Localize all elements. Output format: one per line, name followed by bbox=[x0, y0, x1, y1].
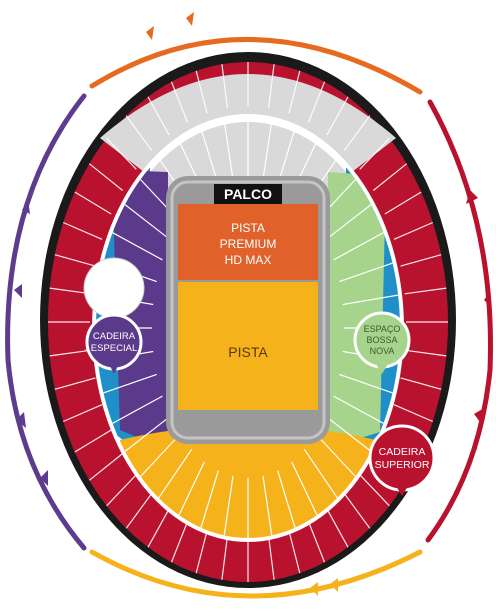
lower-divider-line bbox=[277, 470, 296, 528]
upper-divider-line bbox=[125, 115, 153, 151]
field-inner-border bbox=[170, 180, 326, 440]
lower-divider-line bbox=[223, 120, 234, 180]
upper-divider-line bbox=[268, 536, 275, 580]
lower-divider-line bbox=[223, 476, 234, 536]
outer-arc-orange bbox=[89, 37, 423, 95]
pista-premium-label-1: PISTA bbox=[231, 221, 265, 235]
upper-divider-line bbox=[326, 508, 349, 548]
pista-label: PISTA bbox=[228, 344, 268, 360]
upper-divider-line bbox=[147, 508, 170, 548]
section-pista[interactable] bbox=[178, 282, 318, 410]
outer-arc-lines bbox=[5, 12, 493, 599]
upper-divider-line bbox=[195, 70, 208, 114]
upper-divider-line bbox=[74, 429, 112, 453]
stage-label: PALCO bbox=[224, 186, 272, 202]
upper-divider-line bbox=[49, 349, 92, 357]
section-pista-premium[interactable] bbox=[178, 204, 318, 280]
upper-divider-line bbox=[54, 377, 96, 390]
upper-divider-line bbox=[393, 221, 434, 240]
outer-arc-purple bbox=[5, 93, 87, 551]
lower-divider-line bbox=[262, 120, 273, 180]
outer-arc-yellow bbox=[89, 549, 423, 599]
upper-divider-line bbox=[372, 163, 408, 191]
badge-espaco-bossa-nova[interactable]: ESPAÇO BOSSA NOVA bbox=[353, 311, 411, 374]
lower-divider-line bbox=[158, 449, 193, 499]
upper-divider-line bbox=[221, 64, 228, 108]
badge-cadeira-especial[interactable]: CADEIRA ESPECIAL bbox=[83, 257, 145, 374]
upper-divider-line bbox=[404, 287, 447, 295]
upper-divider-line bbox=[125, 493, 153, 529]
upper-divider-line bbox=[147, 96, 170, 136]
lower-divider-line bbox=[200, 128, 219, 186]
upper-divider-line bbox=[170, 521, 189, 563]
upper-divider-line bbox=[326, 96, 349, 136]
upper-divider-line bbox=[307, 521, 326, 563]
arc-markers-orange bbox=[146, 12, 194, 40]
upper-divider-line bbox=[54, 254, 96, 267]
upper-divider-line bbox=[404, 349, 447, 357]
upper-divider-line bbox=[288, 530, 301, 574]
upper-divider-line bbox=[221, 536, 228, 580]
lower-divider-line bbox=[124, 204, 171, 241]
pista-premium-label-3: HD MAX bbox=[225, 253, 272, 267]
lower-divider-line bbox=[178, 461, 205, 516]
lower-divider-line bbox=[339, 373, 393, 394]
arc-markers-red bbox=[466, 190, 490, 422]
upper-divider-line bbox=[359, 137, 390, 170]
badge-cadeira-superior[interactable]: CADEIRA SUPERIOR bbox=[368, 424, 436, 496]
section-espaco-bossa-nova[interactable] bbox=[328, 172, 386, 448]
upper-divider-line bbox=[393, 404, 434, 423]
lower-divider-line bbox=[262, 476, 273, 536]
upper-divider-line bbox=[106, 137, 137, 170]
upper-divider-line bbox=[62, 221, 103, 240]
outer-arc-red bbox=[425, 99, 493, 543]
lower-divider-line bbox=[291, 461, 318, 516]
lower-divider-line bbox=[277, 128, 296, 186]
lower-divider-line bbox=[339, 262, 393, 283]
lower-divider-line bbox=[303, 449, 338, 499]
lower-divider-line bbox=[333, 232, 384, 261]
upper-divider-line bbox=[400, 254, 442, 267]
pista-premium-label-2: PREMIUM bbox=[220, 237, 277, 251]
lower-divider-line bbox=[325, 415, 372, 452]
cadeira-superior-label-1: CADEIRA bbox=[379, 446, 426, 458]
upper-divider-line bbox=[400, 377, 442, 390]
lower-divider-line bbox=[124, 415, 171, 452]
upper-divider-line bbox=[88, 453, 124, 481]
lower-ring-dividers bbox=[96, 118, 400, 538]
lower-divider-line bbox=[315, 433, 356, 477]
lower-divider-line bbox=[103, 373, 157, 394]
lower-divider-line bbox=[200, 470, 219, 528]
upper-divider-line bbox=[288, 70, 301, 114]
upper-divider-line bbox=[343, 115, 371, 151]
lower-divider-line bbox=[333, 395, 384, 424]
upper-divider-line bbox=[268, 64, 275, 108]
upper-divider-line bbox=[62, 404, 103, 423]
upper-divider-line bbox=[343, 493, 371, 529]
lower-divider-line bbox=[112, 395, 163, 424]
bossa-nova-label-1: ESPAÇO bbox=[364, 324, 401, 334]
arc-markers-yellow bbox=[310, 578, 338, 596]
upper-divider-line bbox=[384, 191, 422, 215]
bossa-nova-label-2: BOSSA bbox=[366, 335, 397, 345]
bossa-nova-label-3: NOVA bbox=[370, 346, 395, 356]
upper-divider-line bbox=[88, 163, 124, 191]
cadeira-especial-label-1: CADEIRA bbox=[93, 331, 136, 342]
lower-divider-line bbox=[112, 232, 163, 261]
upper-divider-line bbox=[195, 530, 208, 574]
stage bbox=[214, 184, 282, 204]
cadeira-especial-label-2: ESPECIAL bbox=[91, 343, 137, 354]
lower-divider-line bbox=[325, 204, 372, 241]
upper-divider-line bbox=[74, 191, 112, 215]
upper-divider-line bbox=[170, 81, 189, 123]
lower-divider-line bbox=[342, 294, 399, 306]
lower-divider-line bbox=[140, 433, 181, 477]
upper-divider-line bbox=[307, 81, 326, 123]
arc-markers bbox=[14, 200, 48, 486]
upper-divider-line bbox=[106, 474, 137, 507]
cadeira-superior-label-2: SUPERIOR bbox=[375, 459, 430, 471]
upper-divider-line bbox=[359, 474, 390, 507]
